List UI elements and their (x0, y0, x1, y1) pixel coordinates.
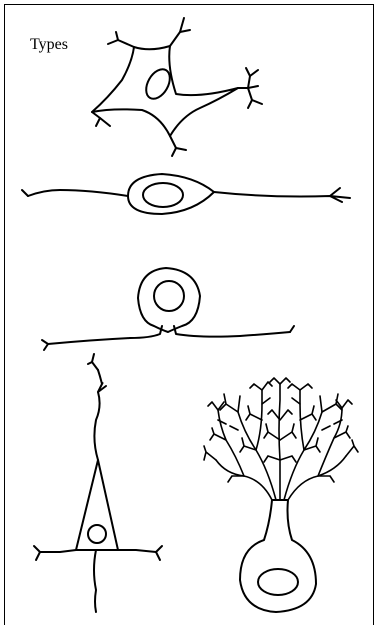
axon-branch (246, 68, 250, 88)
basal-dendrite (34, 546, 40, 552)
axon-branch (250, 70, 258, 76)
dendrite (172, 148, 176, 156)
purkinje-nucleus (258, 569, 298, 595)
purkinje-neuron (204, 378, 358, 612)
multipolar-neuron (92, 18, 262, 156)
basal-dendrite (40, 550, 76, 552)
unipolar-neuron (42, 268, 294, 350)
bipolar-neuron (22, 174, 350, 214)
dendrite (100, 118, 110, 126)
axon-terminal (42, 340, 48, 344)
axon-branch (248, 100, 252, 108)
axon (94, 550, 96, 612)
dendrite (92, 112, 100, 126)
dendrite (170, 136, 186, 150)
dendrite (116, 32, 118, 40)
axon-terminal (290, 326, 294, 332)
axon-stem (48, 326, 162, 344)
axon-terminal (44, 344, 48, 350)
apical-tuft (88, 362, 98, 370)
axon-terminal (330, 188, 340, 196)
unipolar-nucleus (154, 281, 184, 311)
basal-dendrite (156, 546, 162, 552)
dendrite (22, 190, 28, 196)
dendrite (108, 40, 134, 47)
basal-dendrite (156, 552, 160, 560)
dendrite (28, 190, 128, 196)
axon-stem (174, 326, 290, 337)
purkinje-dendritic-tree (204, 378, 358, 500)
bipolar-nucleus (143, 183, 183, 207)
pyramidal-soma (76, 460, 118, 550)
axon (214, 192, 350, 198)
basal-dendrite (118, 550, 156, 552)
unipolar-soma (138, 268, 200, 332)
basal-dendrite (36, 552, 40, 560)
apical-tuft (92, 354, 94, 362)
bipolar-soma (128, 174, 214, 214)
apical-dendrite (94, 370, 102, 460)
pyramidal-nucleus (88, 525, 106, 543)
pyramidal-neuron (34, 354, 162, 612)
